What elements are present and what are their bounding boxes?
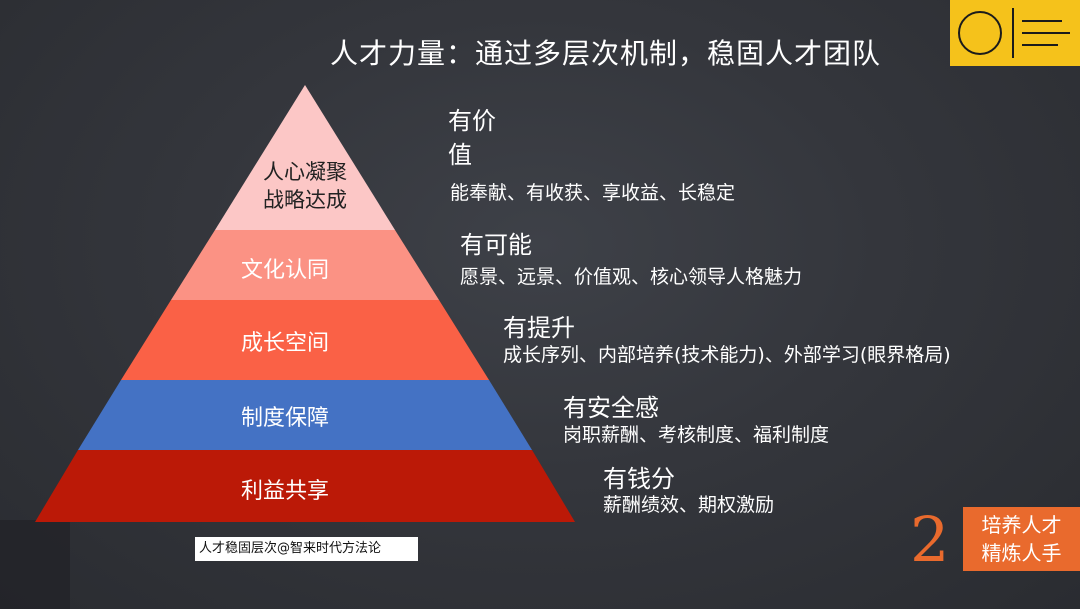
pyramid-tier-1-label-line1: 人心凝聚 [263,160,347,184]
desc-1-title-line2: 值 [448,141,472,169]
caption-label: 人才稳固层次@智来时代方法论 [195,537,418,561]
pyramid-tier-4-label: 制度保障 [240,406,329,431]
logo-circle-icon [958,11,1002,55]
badge-box: 培养人才 精炼人手 [963,507,1080,571]
pyramid-tier-1 [215,85,395,230]
pyramid-tier-2-label: 文化认同 [240,258,329,283]
desc-2-title: 有可能 [460,231,532,259]
desc-4-text: 岗职薪酬、考核制度、福利制度 [563,424,830,446]
desc-5-title: 有钱分 [603,465,675,493]
desc-1-text: 能奉献、有收获、享收益、长稳定 [450,182,736,204]
desc-3-text: 成长序列、内部培养(技术能力)、外部学习(眼界格局) [503,344,951,366]
pyramid-tier-1-label-line2: 战略达成 [263,188,347,212]
pyramid-tier-2 [171,230,439,300]
desc-2-text: 愿景、远景、价值观、核心领导人格魅力 [460,266,803,288]
logo-divider [1012,8,1014,58]
logo-text-line [1022,32,1070,34]
pyramid-tier-3 [121,300,489,380]
desc-1-title-line1: 有价 [448,107,496,135]
logo [950,0,1080,66]
desc-5-text: 薪酬绩效、期权激励 [603,494,775,516]
pyramid-tier-1-label: 人心凝聚 战略达成 [245,158,365,214]
logo-text-line [1022,44,1058,46]
badge-number: 2 [910,503,950,576]
pyramid-tier-5-label: 利益共享 [240,479,329,504]
desc-3-title: 有提升 [503,314,575,342]
pyramid-tier-4 [78,380,532,450]
pyramid-tier-5 [35,450,575,522]
desc-1-title: 有价 值 [448,104,496,172]
pyramid-tier-3-label: 成长空间 [240,331,329,356]
desc-4-title: 有安全感 [563,394,659,422]
slide-title: 人才力量：通过多层次机制，稳固人才团队 [330,37,882,70]
badge-line1: 培养人才 [981,513,1062,537]
corner-shadow [0,520,70,609]
logo-text-line [1022,20,1062,22]
badge-line2: 精炼人手 [981,541,1062,565]
